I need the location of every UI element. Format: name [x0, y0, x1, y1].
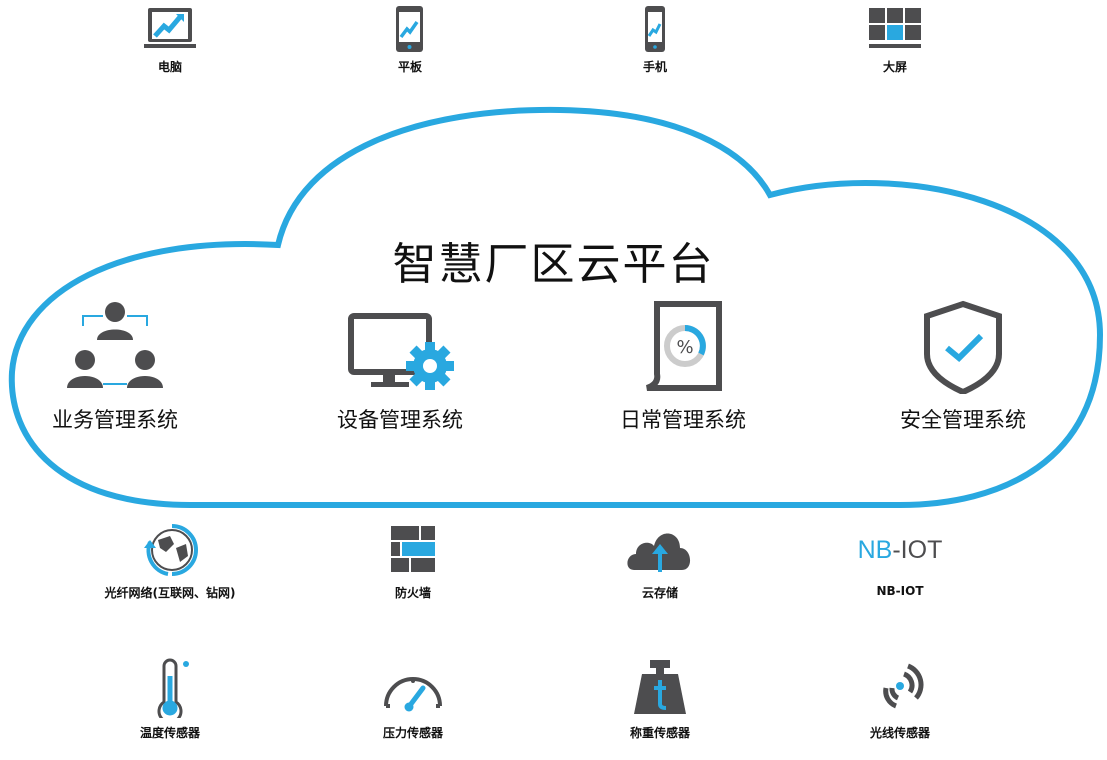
thermometer-icon	[157, 658, 189, 718]
document-percent-icon: %	[645, 301, 722, 391]
system-security: 安全管理系统	[863, 298, 1063, 434]
monitor-gear-icon	[348, 313, 454, 390]
system-equipment: 设备管理系统	[300, 298, 500, 434]
nb-iot-logo-a: NB	[857, 536, 893, 564]
system-label: 业务管理系统	[52, 408, 178, 432]
sensor-light: 光线传感器	[800, 658, 1000, 741]
globe-icon	[144, 524, 198, 576]
users-network-icon	[67, 302, 163, 388]
sensor-label: 称重传感器	[629, 726, 690, 740]
device-label: 手机	[642, 60, 667, 74]
signal-icon	[883, 663, 924, 709]
nb-iot-logo: NB-IOT	[800, 522, 1000, 578]
nb-iot-logo-b: -IOT	[892, 536, 943, 564]
device-video-wall: 大屏	[795, 6, 995, 75]
device-label: 平板	[397, 60, 422, 74]
weight-icon	[634, 660, 686, 714]
shield-check-icon	[924, 300, 1002, 394]
infra-cloud-storage: 云存储	[560, 522, 760, 601]
system-daily: % 日常管理系统	[583, 298, 783, 434]
sensor-label: 压力传感器	[382, 726, 443, 740]
firewall-icon	[391, 526, 435, 572]
infra-nb-iot: NB-IOT NB-IOT	[800, 522, 1000, 598]
infra-label: 防火墙	[394, 586, 431, 600]
device-tablet: 平板	[310, 6, 510, 75]
laptop-icon	[144, 8, 196, 48]
video-wall-icon	[869, 8, 921, 48]
svg-text:%: %	[676, 337, 693, 358]
infra-label: NB-IOT	[876, 584, 924, 598]
infra-firewall: 防火墙	[313, 522, 513, 601]
sensor-label: 光线传感器	[869, 726, 930, 740]
sensor-label: 温度传感器	[139, 726, 200, 740]
phone-icon	[645, 6, 665, 52]
infra-fiber-network: 光纤网络(互联网、钻网)	[70, 522, 270, 601]
device-laptop: 电脑	[70, 6, 270, 75]
cloud-upload-icon	[627, 533, 691, 572]
device-phone: 手机	[555, 6, 755, 75]
gauge-icon	[384, 677, 442, 712]
sensor-temperature: 温度传感器	[70, 658, 270, 741]
tablet-icon	[396, 6, 423, 52]
infra-label: 云存储	[641, 586, 678, 600]
device-label: 电脑	[157, 60, 182, 74]
system-label: 设备管理系统	[337, 408, 463, 432]
infra-label: 光纤网络(互联网、钻网)	[104, 586, 236, 600]
system-business: 业务管理系统	[15, 298, 215, 434]
platform-title: 智慧厂区云平台	[392, 239, 715, 290]
system-label: 日常管理系统	[620, 408, 746, 432]
system-label: 安全管理系统	[900, 408, 1026, 432]
sensor-weight: 称重传感器	[560, 658, 760, 741]
device-label: 大屏	[882, 60, 907, 74]
sensor-pressure: 压力传感器	[313, 658, 513, 741]
